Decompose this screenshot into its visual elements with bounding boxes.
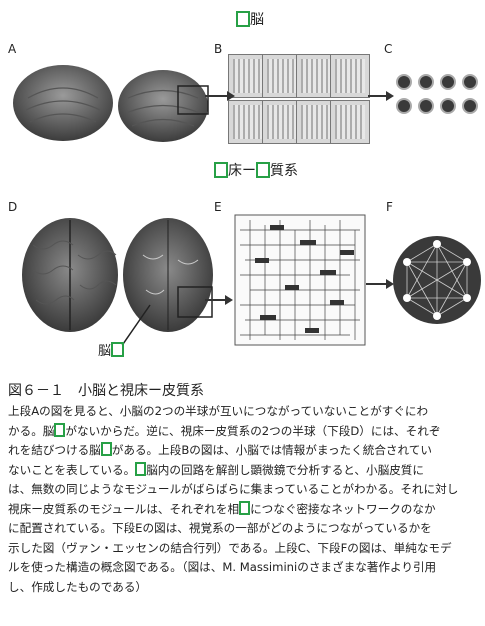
module-circle [440,98,456,114]
module-circle [396,74,412,90]
body-line: 上段Aの図を見ると、小脳の2つの半球が互いにつながっていないことがすぐにわ [8,404,429,418]
cerebellum-view-1 [13,65,113,141]
module-circle [462,98,478,114]
arrow-right-icon [205,91,235,101]
blank-box [256,162,270,178]
blank-box [214,162,228,178]
module-stack [296,100,336,144]
connectivity-matrix-diagram [234,214,366,346]
figure-caption: 図６－１ 小脳と視床ー皮質系 [8,383,204,399]
module-stack [228,100,268,144]
cerebrum-figure [22,218,213,345]
mid-heading-text-1: 床ー [228,163,256,179]
panel-letter-b: B [214,42,223,56]
blank-box [100,442,112,456]
top-heading: 脳 [236,9,264,29]
cerebellum-figure [13,65,209,142]
arrow-right-icon [368,91,394,101]
panel-letter-a: A [8,42,17,56]
body-line: ないことを表している。脳内の回路を解剖し顕微鏡で分析すると、小脳皮質に [8,461,424,477]
body-line: かる。脳がないからだ。逆に、視床ー皮質系の2つの半球（下段D）には、それぞ [8,422,441,438]
blank-box [239,500,251,515]
module-stack [330,100,370,144]
module-stack [330,54,370,98]
module-circle [396,98,412,114]
blank-box [54,422,66,437]
blank-box [135,461,147,476]
body-line: ルを使った構造の概念図である。（図は、M. Massiminiのさまざまな著作よ… [8,560,437,574]
body-line: れを結びつける脳がある。上段Bの図は、小脳では情報がまったく統合されてい [8,442,432,457]
mid-heading: 床ー 質系 [214,160,298,180]
module-stack [262,100,302,144]
module-stack [296,54,336,98]
mid-heading-text-2: 質系 [270,163,298,179]
body-paragraph: 上段Aの図を見ると、小脳の2つの半球が互いにつながっていないことがすぐにわ かる… [8,402,485,597]
body-line: し、作成したものである） [8,579,148,594]
body-line: 示した図（ヴァン・エッセンの結合行列）である。上段C、下段Fの図は、単純なモデ [8,540,452,555]
module-stack [228,54,268,98]
arrow-right-icon [366,279,394,289]
module-circle [440,74,456,90]
panel-letter-d: D [8,200,18,214]
body-line: に配置されている。下段Eの図は、視覚系の一部がどのようにつながっているかを [8,521,432,535]
panel-letter-e: E [214,200,222,214]
panel-letter-c: C [384,42,393,56]
brain-label: 脳 [98,340,125,359]
arrow-right-icon [205,295,233,305]
brain-label-text: 脳 [98,344,112,359]
module-circle [418,98,434,114]
blank-box [236,11,250,27]
module-circle [418,74,434,90]
body-line: は、無数の同じようなモジュールがばらばらに集まっていることがわかる。それに対し [8,482,459,496]
blank-box [111,342,125,357]
network-graph-figure [393,236,481,324]
panel-letter-f: F [386,200,393,214]
body-line: 視床ー皮質系のモジュールは、それぞれを相につなぐ密接なネットワークのなか [8,500,436,516]
top-heading-text: 脳 [250,12,264,28]
module-circle [462,74,478,90]
